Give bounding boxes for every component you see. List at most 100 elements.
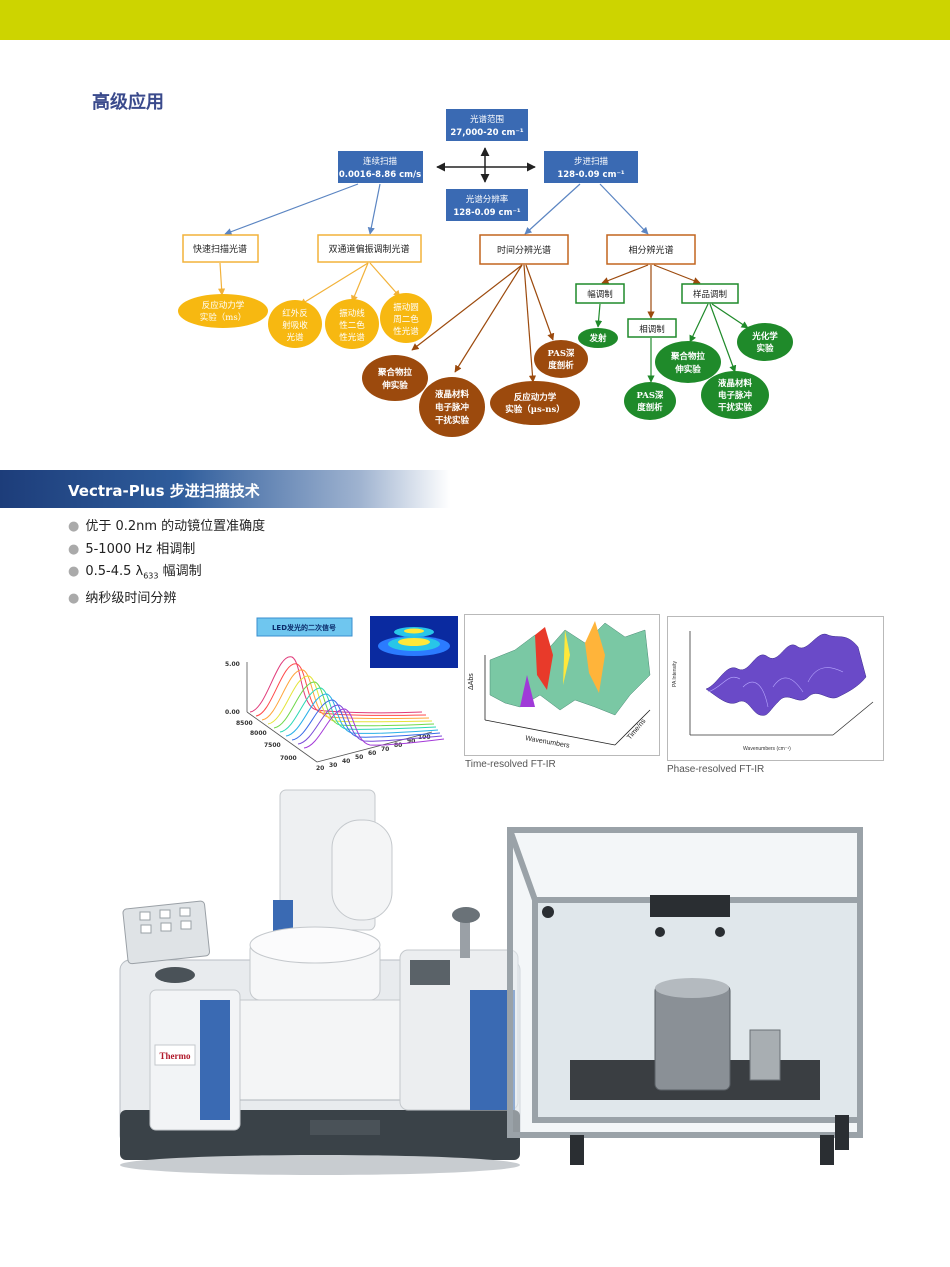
phase-resolved-caption: Phase-resolved FT-IR	[667, 764, 765, 775]
banner-title: Vectra-Plus 步进扫描技术	[68, 482, 260, 500]
svg-text:发射: 发射	[588, 333, 607, 344]
svg-text:聚合物拉: 聚合物拉	[670, 351, 706, 362]
svg-text:性光谱: 性光谱	[393, 326, 419, 337]
svg-text:实验: 实验	[756, 343, 774, 354]
emission-ellipse: 发射	[578, 328, 618, 348]
spectrometer-photo: Thermo	[119, 789, 863, 1175]
liquid-crystal-green-ellipse: 液晶材料 电子脉冲 干扰实验	[701, 371, 769, 419]
svg-text:PAS深: PAS深	[636, 390, 664, 401]
svg-text:液晶材料: 液晶材料	[435, 389, 470, 400]
list-item: ●优于 0.2nm 的动镜位置准确度	[68, 519, 266, 534]
list-item: ●5-1000 Hz 相调制	[68, 541, 196, 557]
svg-text:Wavenumbers (cm⁻¹): Wavenumbers (cm⁻¹)	[743, 746, 791, 752]
vcd-ellipse: 振动圆 周二色 性光谱	[380, 293, 432, 343]
svg-text:射吸收: 射吸收	[282, 320, 308, 331]
section-title: 高级应用	[92, 92, 164, 113]
svg-text:60: 60	[368, 750, 376, 757]
svg-text:20: 20	[316, 765, 324, 772]
svg-text:时间分辨光谱: 时间分辨光谱	[497, 244, 551, 256]
svg-text:连续扫描: 连续扫描	[363, 156, 398, 167]
pas-depth-green-ellipse: PAS深 度剖析	[624, 382, 676, 420]
svg-text:128-0.09 cm⁻¹: 128-0.09 cm⁻¹	[557, 170, 625, 180]
svg-text:0.0016-8.86 cm/s: 0.0016-8.86 cm/s	[339, 170, 421, 180]
list-item: ●纳秒级时间分辨	[68, 591, 177, 607]
time-resolved-box: 时间分辨光谱	[479, 234, 569, 265]
svg-text:光谱: 光谱	[286, 332, 304, 343]
step-scan-box: 步进扫描 128-0.09 cm⁻¹	[544, 151, 638, 183]
svg-text:7500: 7500	[264, 742, 281, 749]
led-waterfall-plot: LED发光的二次信号 5.00 0.00 8500 8000 7500 7000…	[225, 616, 458, 772]
phase-mod-box: 相调制	[627, 318, 677, 338]
svg-text:相分辨光谱: 相分辨光谱	[628, 244, 673, 256]
svg-text:70: 70	[381, 746, 389, 753]
svg-text:Wavenumbers: Wavenumbers	[525, 735, 571, 750]
svg-text:8500: 8500	[236, 720, 253, 727]
spectral-range-box: 光谱范围 27,000-20 cm⁻¹	[446, 109, 528, 141]
svg-text:双通道偏振调制光谱: 双通道偏振调制光谱	[328, 243, 409, 255]
svg-text:90: 90	[407, 738, 415, 745]
svg-text:40: 40	[342, 758, 350, 765]
svg-text:相调制: 相调制	[639, 324, 665, 335]
time-resolved-caption: Time-resolved FT-IR	[465, 759, 556, 770]
svg-text:振动圆: 振动圆	[393, 302, 419, 313]
svg-text:性光谱: 性光谱	[339, 332, 365, 343]
bullet-icon: ●	[68, 564, 80, 579]
svg-text:实验（ms）: 实验（ms）	[200, 312, 246, 323]
svg-text:度剖析: 度剖析	[548, 360, 574, 371]
time-resolved-panel: ΔAbs Wavenumbers Time/ns	[464, 614, 660, 756]
svg-text:8000: 8000	[250, 730, 267, 737]
bullet-icon: ●	[68, 519, 80, 534]
svg-text:50: 50	[355, 754, 363, 761]
svg-text:Time/ns: Time/ns	[626, 718, 648, 742]
svg-text:27,000-20 cm⁻¹: 27,000-20 cm⁻¹	[450, 128, 523, 138]
vlcd-ellipse: 振动线 性二色 性光谱	[325, 299, 379, 349]
application-diagram: 光谱范围 27,000-20 cm⁻¹ 光谱分辨率 128-0.09 cm⁻¹ …	[178, 109, 793, 437]
phase-resolved-box: 相分辨光谱	[606, 234, 696, 265]
photochemistry-ellipse: 光化学 实验	[737, 323, 793, 361]
list-item: ●0.5-4.5 λ633 幅调制	[68, 564, 202, 581]
svg-text:PA Intensity: PA Intensity	[672, 660, 678, 687]
svg-text:伸实验: 伸实验	[674, 364, 701, 375]
section-banner	[0, 470, 450, 508]
phase-resolved-surface: PA Intensity Wavenumbers (cm⁻¹)	[672, 631, 874, 752]
svg-text:128-0.09 cm⁻¹: 128-0.09 cm⁻¹	[453, 208, 521, 218]
svg-text:光谱范围: 光谱范围	[470, 114, 504, 125]
ir-reflection-ellipse: 红外反 射吸收 光谱	[268, 300, 322, 348]
svg-text:伸实验: 伸实验	[381, 380, 408, 391]
svg-text:5.00: 5.00	[225, 661, 240, 668]
liquid-crystal-ellipse: 液晶材料 电子脉冲 干扰实验	[419, 377, 485, 437]
time-resolved-surface: ΔAbs Wavenumbers Time/ns	[468, 621, 651, 750]
svg-text:干扰实验: 干扰实验	[435, 415, 470, 426]
polymer-stretch-ellipse: 聚合物拉 伸实验	[362, 355, 428, 401]
spectral-resolution-box: 光谱分辨率 128-0.09 cm⁻¹	[446, 189, 528, 221]
svg-text:振动线: 振动线	[339, 308, 365, 319]
svg-text:周二色: 周二色	[393, 314, 419, 325]
pas-depth-brown-ellipse: PAS深 度剖析	[534, 340, 588, 378]
svg-text:7000: 7000	[280, 755, 297, 762]
svg-text:光化学: 光化学	[751, 331, 778, 342]
svg-text:反应动力学: 反应动力学	[514, 392, 557, 403]
svg-text:步进扫描: 步进扫描	[574, 156, 609, 167]
svg-text:样品调制: 样品调制	[693, 289, 727, 300]
continuous-scan-box: 连续扫描 0.0016-8.86 cm/s	[338, 151, 423, 183]
svg-text:电子脉冲: 电子脉冲	[718, 390, 753, 401]
svg-text:度剖析: 度剖析	[637, 402, 663, 413]
svg-text:电子脉冲: 电子脉冲	[435, 402, 470, 413]
led-label: LED发光的二次信号	[272, 623, 336, 632]
svg-text:0.00: 0.00	[225, 709, 240, 716]
svg-text:聚合物拉: 聚合物拉	[377, 367, 413, 378]
fast-scan-box: 快速扫描光谱	[182, 234, 259, 263]
amplitude-mod-box: 幅调制	[575, 283, 625, 304]
feature-list: ●优于 0.2nm 的动镜位置准确度 ●5-1000 Hz 相调制 ●0.5-4…	[68, 516, 265, 611]
svg-text:干扰实验: 干扰实验	[718, 402, 753, 413]
svg-text:性二色: 性二色	[339, 320, 365, 331]
bullet-icon: ●	[68, 541, 80, 557]
brand-logo: Thermo	[160, 1051, 191, 1061]
svg-text:实验（µs-ns）: 实验（µs-ns）	[505, 404, 565, 415]
phase-resolved-panel: PA Intensity Wavenumbers (cm⁻¹)	[667, 616, 884, 761]
polymer-stretch-green-ellipse: 聚合物拉 伸实验	[655, 341, 721, 383]
svg-text:反应动力学: 反应动力学	[202, 300, 245, 311]
reaction-us-ns-ellipse: 反应动力学 实验（µs-ns）	[490, 381, 580, 425]
svg-text:PAS深: PAS深	[547, 348, 575, 359]
svg-text:80: 80	[394, 742, 402, 749]
